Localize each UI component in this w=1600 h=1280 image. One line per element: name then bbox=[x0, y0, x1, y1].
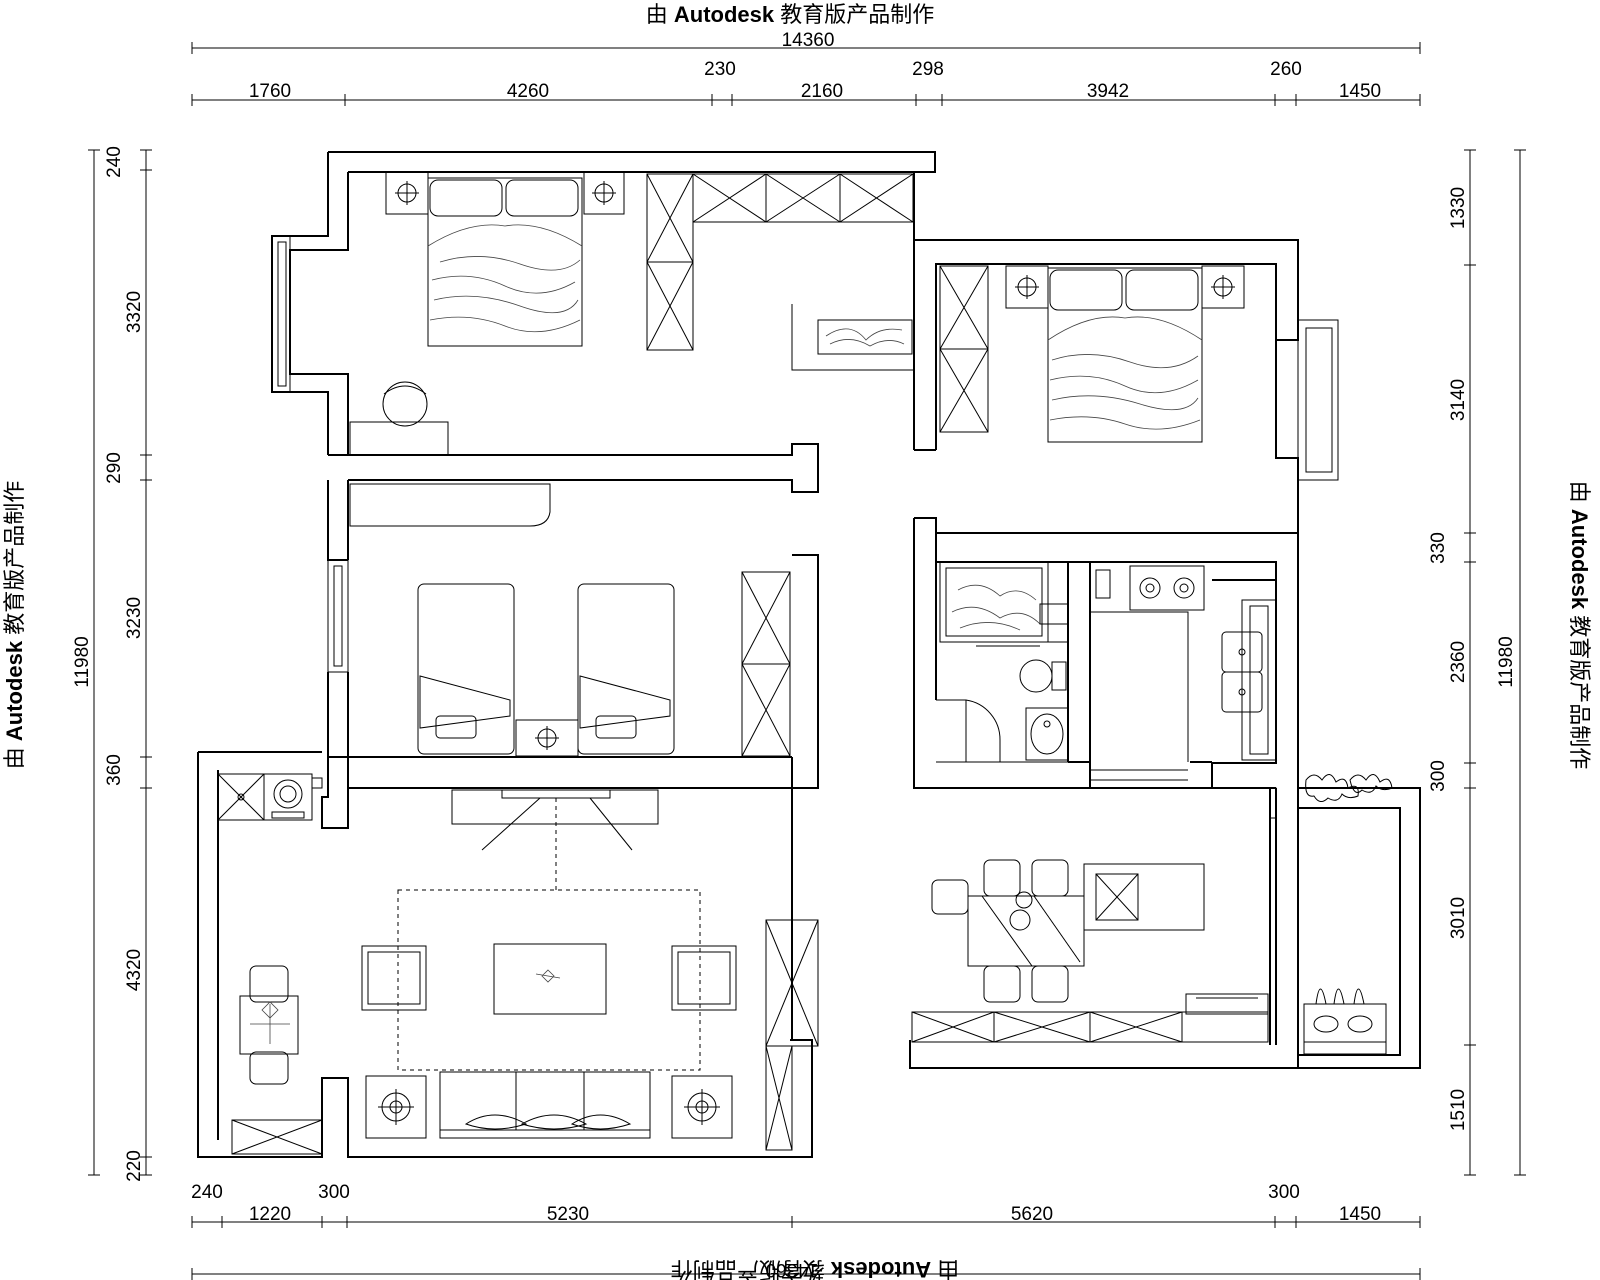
living-room bbox=[361, 789, 819, 1151]
dim-left-seg-1: 240 bbox=[104, 146, 125, 178]
dim-bottom-upper-1: 240 bbox=[191, 1182, 223, 1203]
dim-bottom-lower-2: 5230 bbox=[547, 1204, 589, 1225]
dim-right-total: 11980 bbox=[1496, 636, 1517, 687]
dim-top-lower-1: 1760 bbox=[249, 81, 291, 102]
wardrobe-master bbox=[646, 173, 914, 351]
dim-right-seg-4: 2360 bbox=[1448, 641, 1469, 683]
watermark-top: 由 Autodesk 教育版产品制作 bbox=[646, 2, 935, 27]
windows bbox=[271, 235, 1339, 819]
bathroom bbox=[936, 561, 1069, 763]
nightstand-2-right bbox=[1201, 265, 1245, 309]
dim-left-seg-5: 360 bbox=[104, 754, 125, 786]
dim-top-lower-4: 3942 bbox=[1087, 81, 1129, 102]
nightstand-2-left bbox=[1005, 265, 1049, 309]
side-table-set bbox=[239, 965, 299, 1085]
second-bed bbox=[1047, 267, 1203, 443]
dim-right-seg-5: 300 bbox=[1428, 760, 1449, 792]
nightstand-left bbox=[385, 171, 429, 215]
wardrobe-second bbox=[939, 265, 989, 433]
master-bed bbox=[427, 177, 583, 347]
shoe-cabinet bbox=[231, 1119, 323, 1155]
dim-bottom-upper-3: 300 bbox=[1268, 1182, 1300, 1203]
dim-top-upper-3: 260 bbox=[1270, 59, 1302, 80]
dim-bottom-upper-2: 300 bbox=[318, 1182, 350, 1203]
dim-top-upper-2: 298 bbox=[912, 59, 944, 80]
bottom-dimensions bbox=[191, 1216, 1421, 1280]
dim-right-seg-1: 1330 bbox=[1448, 187, 1469, 229]
dim-right-seg-6: 3010 bbox=[1448, 897, 1469, 939]
dim-top-total: 14360 bbox=[782, 30, 835, 51]
dim-right-seg-2: 3140 bbox=[1448, 379, 1469, 421]
dim-left-total: 11980 bbox=[72, 636, 93, 687]
desk-master bbox=[349, 381, 449, 456]
closet-niche bbox=[791, 304, 914, 371]
watermark-left: 由 Autodesk 教育版产品制作 bbox=[2, 481, 27, 770]
dim-top-lower-5: 1450 bbox=[1339, 81, 1381, 102]
dim-bottom-total: 14360 bbox=[766, 1259, 819, 1280]
middle-bedroom bbox=[349, 483, 791, 757]
dim-right-seg-7: 1510 bbox=[1448, 1089, 1469, 1131]
walls bbox=[197, 151, 1421, 1158]
dim-left-seg-4: 3230 bbox=[124, 597, 145, 639]
dim-left-seg-3: 290 bbox=[104, 452, 125, 484]
dim-left-seg-2: 3320 bbox=[124, 291, 145, 333]
laundry-area bbox=[217, 773, 323, 821]
dim-top-upper-1: 230 bbox=[704, 59, 736, 80]
balcony bbox=[1303, 774, 1393, 1055]
dim-top-lower-3: 2160 bbox=[801, 81, 843, 102]
top-dimensions bbox=[191, 42, 1421, 106]
dim-left-seg-7: 220 bbox=[124, 1150, 145, 1182]
dim-top-lower-2: 4260 bbox=[507, 81, 549, 102]
kitchen bbox=[1089, 562, 1263, 781]
watermark-right: 由 Autodesk 教育版产品制作 bbox=[1567, 481, 1592, 770]
right-dimensions bbox=[1464, 149, 1526, 1176]
left-dimensions bbox=[88, 149, 152, 1176]
nightstand-right bbox=[583, 171, 625, 215]
dim-bottom-lower-1: 1220 bbox=[249, 1204, 291, 1225]
dim-left-seg-6: 4320 bbox=[124, 949, 145, 991]
dining-area bbox=[911, 859, 1269, 1043]
dim-right-seg-3: 330 bbox=[1428, 532, 1449, 564]
dim-bottom-lower-4: 1450 bbox=[1339, 1204, 1381, 1225]
dim-bottom-lower-3: 5620 bbox=[1011, 1204, 1053, 1225]
